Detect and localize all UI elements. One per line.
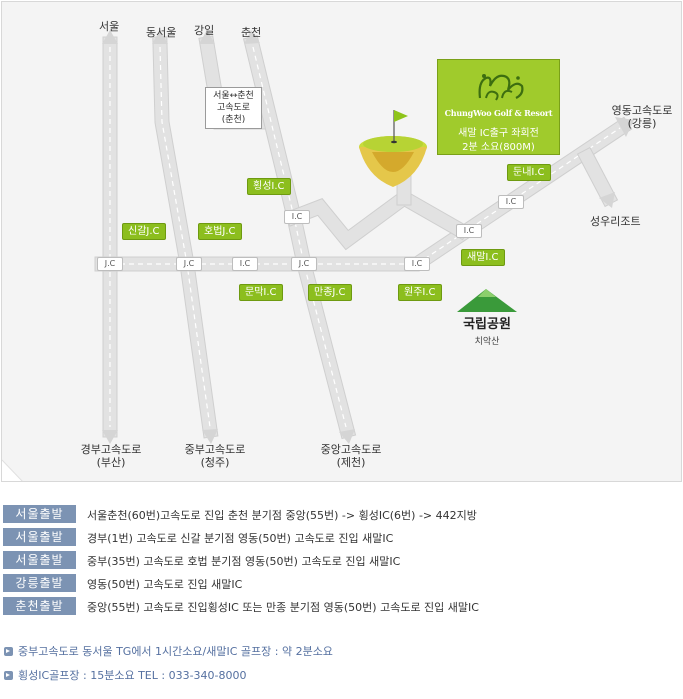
node-singal-jc: J.C [97,257,123,271]
node-munmak-ic: I.C [232,257,258,271]
info-text: 횡성IC골프장 : 15분소요 TEL : 033-340-8000 [18,669,247,682]
city-seoul: 서울 [99,20,120,33]
city-chuncheon: 춘천 [241,26,262,39]
park-subname: 치악산 [474,337,500,347]
gyeongbu-line1: 경부고속도로 [80,443,142,456]
label-hoengseong-ic: 횡성I.C [247,178,291,195]
node-manjong-jc: J.C [291,257,317,271]
yeongdong-line1: 영동고속도로 [611,104,673,117]
bullet-arrow-icon [4,671,13,680]
golf-direction-line1: 새말 IC출구 좌회전 [458,128,539,139]
info-text: 중부고속도로 동서울 TG에서 1시간소요/새말IC 골프장 : 약 2분소요 [18,645,333,658]
jungang-line1: 중앙고속도로 [320,443,382,456]
jungang-line2: (제천) [336,456,366,469]
yeongdong-line2: (강릉) [627,117,657,130]
route-row: 강릉출발 영동(50번) 고속도로 진입 새말IC [0,574,683,592]
note-line2: 고속도로 [216,103,251,113]
route-row: 춘천출발 중앙(55번) 고속도로 진입횡성IC 또는 만종 분기점 영동(50… [0,597,683,615]
mountain-icon [457,289,517,312]
golf-direction-line2: 2분 소요(800M) [462,142,535,153]
jungbu-line1: 중부고속도로 [184,443,246,456]
route-row: 서울출발 중부(35번) 고속도로 호법 분기점 영동(50번) 고속도로 진입… [0,551,683,569]
label-dunnae-ic: 둔내I.C [507,164,551,181]
route-description: 서울춘천(60번)고속도로 진입 춘천 분기점 중앙(55번) -> 횡성IC(… [87,509,477,522]
label-singal-jc: 신갈J.C [122,223,166,240]
city-dong-seoul: 동서울 [146,26,177,39]
national-park-label: 국립공원 치악산 [449,289,525,347]
route-description: 영동(50번) 고속도로 진입 새말IC [87,578,243,591]
city-yeongdong-gangneung: 영동고속도로 (강릉) [607,104,677,130]
label-saemal-ic: 새말I.C [461,249,505,266]
road-network [2,30,634,481]
label-wonju-ic: 원주I.C [398,284,442,301]
park-name: 국립공원 [463,317,511,332]
city-jungbu-cheongju: 중부고속도로 (청주) [180,443,250,469]
seoul-chuncheon-note: 서울↔춘천 고속도로 (춘천) [205,87,262,129]
info-line-travel-time: 중부고속도로 동서울 TG에서 1시간소요/새말IC 골프장 : 약 2분소요 [4,643,333,659]
route-description: 경부(1번) 고속도로 신갈 분기점 영동(50번) 고속도로 진입 새말IC [87,532,394,545]
gyeongbu-expressway [102,30,118,444]
city-jungang-jecheon: 중앙고속도로 (제천) [316,443,386,469]
route-origin-tag: 서울출발 [3,505,76,523]
jungang-expressway [242,30,357,444]
local-road-442 [284,174,471,251]
golf-course-marker [359,110,427,187]
label-hobeop-jc: 호법J.C [198,223,242,240]
route-origin-tag: 서울출발 [3,551,76,569]
route-origin-tag: 춘천출발 [3,597,76,615]
route-row: 서울출발 서울춘천(60번)고속도로 진입 춘천 분기점 중앙(55번) -> … [0,505,683,523]
jungbu-expressway [152,30,219,444]
route-row: 서울출발 경부(1번) 고속도로 신갈 분기점 영동(50번) 고속도로 진입 … [0,528,683,546]
route-description: 중부(35번) 고속도로 호법 분기점 영동(50번) 고속도로 진입 새말IC [87,555,401,568]
resort-spur-road [576,146,619,208]
route-origin-tag: 서울출발 [3,528,76,546]
city-sungwoo-resort: 성우리조트 [590,215,641,228]
map-area: 서울 동서울 강일 춘천 영동고속도로 (강릉) 성우리조트 경부고속도로 (부… [1,1,682,482]
node-saemal-ic: I.C [456,224,482,238]
route-origin-tag: 강릉출발 [3,574,76,592]
city-gyeongbu-busan: 경부고속도로 (부산) [76,443,146,469]
node-dunnae-ic: I.C [498,195,524,209]
city-gangil: 강일 [194,24,215,37]
note-line1: 서울↔춘천 [213,91,254,101]
node-hoengseong-ic: I.C [284,210,310,224]
golf-resort-callout: ChungWoo Golf & Resort 새말 IC출구 좌회전 2분 소요… [437,59,560,155]
bullet-arrow-icon [4,647,13,656]
golf-logo-icon [478,74,524,101]
node-hobeop-jc: J.C [176,257,202,271]
jungbu-line2: (청주) [200,456,230,469]
gyeongbu-line2: (부산) [96,456,126,469]
label-munmak-ic: 문막I.C [239,284,283,301]
route-description: 중앙(55번) 고속도로 진입횡성IC 또는 만종 분기점 영동(50번) 고속… [87,601,479,614]
note-line3: (춘천) [221,115,246,125]
node-wonju-ic: I.C [404,257,430,271]
page-curl-decoration [2,459,23,481]
golf-resort-name: ChungWoo Golf & Resort [444,108,553,118]
info-line-contact: 횡성IC골프장 : 15분소요 TEL : 033-340-8000 [4,667,247,683]
label-manjong-jc: 만종J.C [308,284,352,301]
